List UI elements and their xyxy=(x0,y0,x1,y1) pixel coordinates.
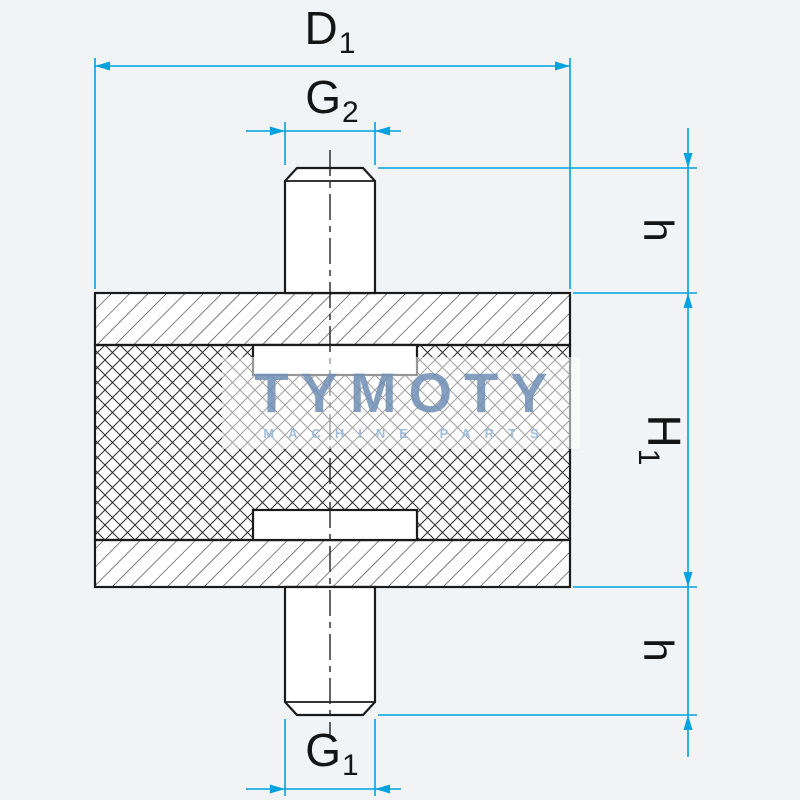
arrow-h-top xyxy=(683,153,693,168)
thread-recess-bottom xyxy=(251,508,419,542)
dimension-label-d1: D1 xyxy=(305,5,356,59)
dimension-d1 xyxy=(94,58,571,289)
watermark-title: TYMOTY xyxy=(254,361,560,424)
h1-sub: 1 xyxy=(632,448,665,466)
g2-main: G xyxy=(305,71,342,123)
dimension-arrowheads xyxy=(95,61,693,794)
d1-sub: 1 xyxy=(338,27,356,60)
arrow-g1-right xyxy=(375,784,390,794)
h-top-text: h xyxy=(635,218,682,242)
d1-main: D xyxy=(304,2,338,54)
dimension-g2 xyxy=(246,122,401,165)
h1-main: H xyxy=(638,414,690,448)
g1-sub: 1 xyxy=(342,749,359,782)
arrow-d1-left xyxy=(95,61,110,71)
arrow-h-bottom xyxy=(683,715,693,730)
arrow-g2-left xyxy=(270,126,285,136)
arrow-g2-right xyxy=(375,126,390,136)
arrow-h1-top xyxy=(683,293,693,308)
arrow-d1-right xyxy=(555,61,570,71)
dimension-chain-right xyxy=(378,128,697,757)
dimension-label-h-bottom: h xyxy=(635,638,682,662)
metal-plate-bottom-hatch xyxy=(95,540,570,587)
dimension-label-g1: G1 xyxy=(305,727,358,781)
dimension-label-g2: G2 xyxy=(305,74,358,128)
damper-body xyxy=(93,150,572,737)
arrow-h1-bottom xyxy=(683,572,693,587)
dimension-label-h1: H1 xyxy=(632,414,690,466)
arrow-g1-left xyxy=(270,784,285,794)
g1-main: G xyxy=(305,724,342,776)
metal-plate-top-hatch xyxy=(95,293,570,345)
watermark-subtitle: MACHINE PARTS xyxy=(263,426,553,441)
watermark: TYMOTY MACHINE PARTS xyxy=(222,357,580,449)
dimension-label-h-top: h xyxy=(635,218,682,242)
g2-sub: 2 xyxy=(342,96,359,129)
h-bottom-text: h xyxy=(635,638,682,662)
